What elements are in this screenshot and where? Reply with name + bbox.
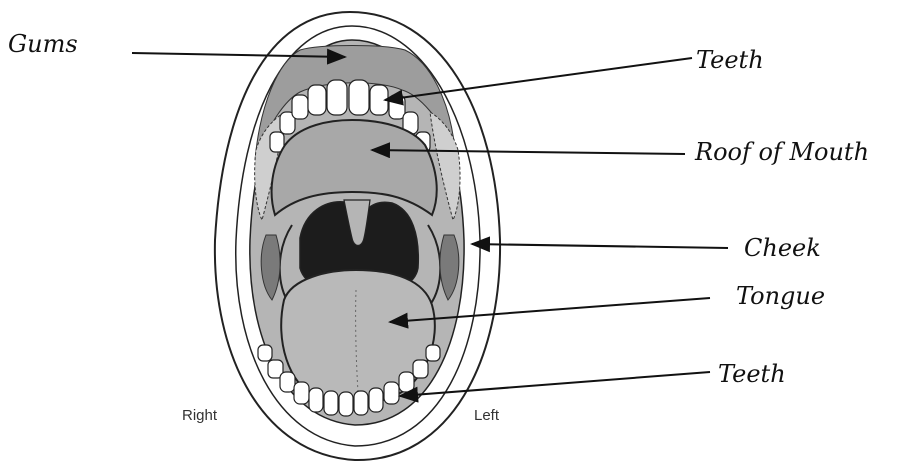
teeth-upper-label: Teeth xyxy=(696,46,764,74)
teeth-lower-label: Teeth xyxy=(718,360,786,388)
roof-of-mouth-label: Roof of Mouth xyxy=(694,138,869,166)
cheek-arrow xyxy=(472,244,728,248)
left-side-label: Left xyxy=(474,407,500,424)
right-side-label: Right xyxy=(182,407,218,424)
cheek-label: Cheek xyxy=(744,234,821,262)
tongue-label: Tongue xyxy=(736,282,825,310)
gums-label: Gums xyxy=(8,30,78,58)
